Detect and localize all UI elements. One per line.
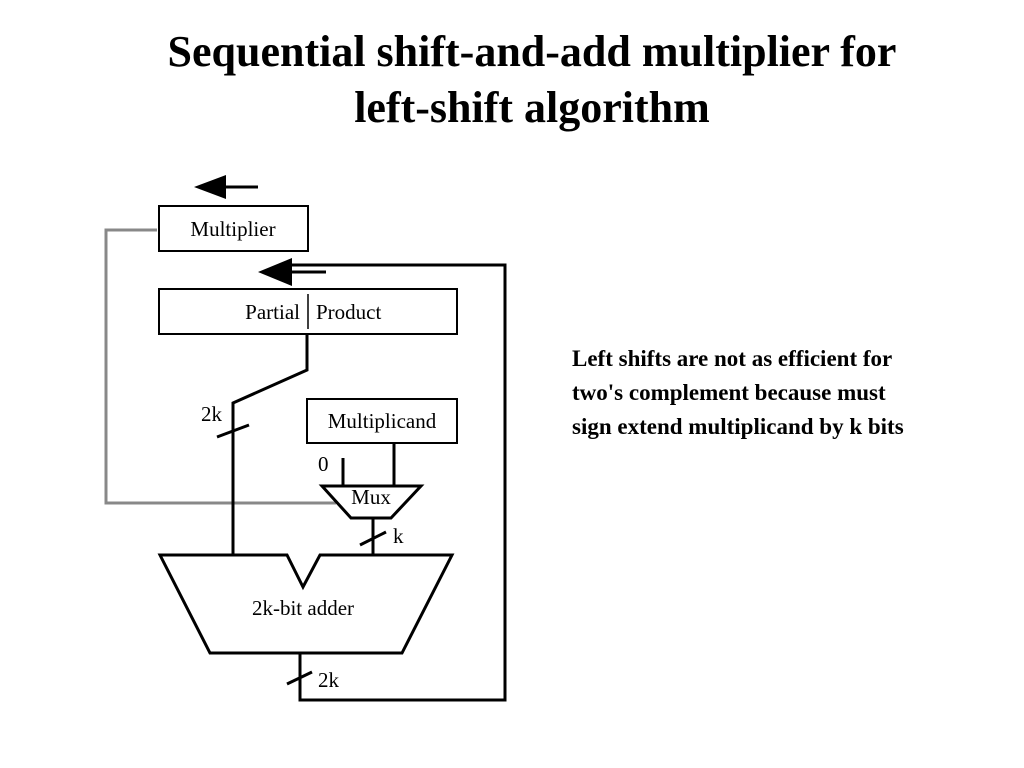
width-label-pp-to-adder: 2k: [201, 402, 223, 426]
mux: [318, 484, 425, 520]
width-tick-2k-top: [216, 423, 250, 439]
multiplicand-label: Multiplicand: [328, 409, 437, 433]
partial-product-shift-arrow: [258, 258, 326, 286]
partial-product-left-label: Partial: [245, 300, 300, 324]
mux-label: Mux: [351, 485, 391, 509]
partial-product-right-label: Product: [316, 300, 381, 324]
width-label-adder-out: 2k: [318, 668, 340, 692]
note-line-1: Left shifts are not as efficient for: [572, 346, 893, 371]
width-tick-k: [359, 530, 387, 547]
note-line-3: sign extend multiplicand by k bits: [572, 414, 904, 439]
adder: [157, 553, 455, 655]
note-line-2: two's complement because must: [572, 380, 886, 405]
adder-feedback-line: [290, 263, 507, 702]
multiplier-label: Multiplier: [190, 217, 275, 241]
mux-zero-label: 0: [318, 452, 329, 476]
multiplier-shift-arrow: [194, 175, 258, 199]
width-tick-2k-bottom: [286, 670, 313, 686]
multiplicand-register: [306, 398, 458, 444]
title-line-1: Sequential shift-and-add multiplier for: [167, 27, 897, 76]
adder-label: 2k-bit adder: [252, 596, 354, 620]
multiplier-to-mux-select-line: [104, 228, 336, 505]
explanation-note: Left shifts are not as efficient for two…: [572, 342, 1012, 444]
multiplier-register: [158, 205, 309, 252]
partial-product-to-adder-line: [231, 334, 309, 555]
title-line-2: left-shift algorithm: [354, 83, 710, 132]
width-label-mux-to-adder: k: [393, 524, 404, 548]
slide-title: Sequential shift-and-add multiplier for …: [0, 24, 1024, 136]
